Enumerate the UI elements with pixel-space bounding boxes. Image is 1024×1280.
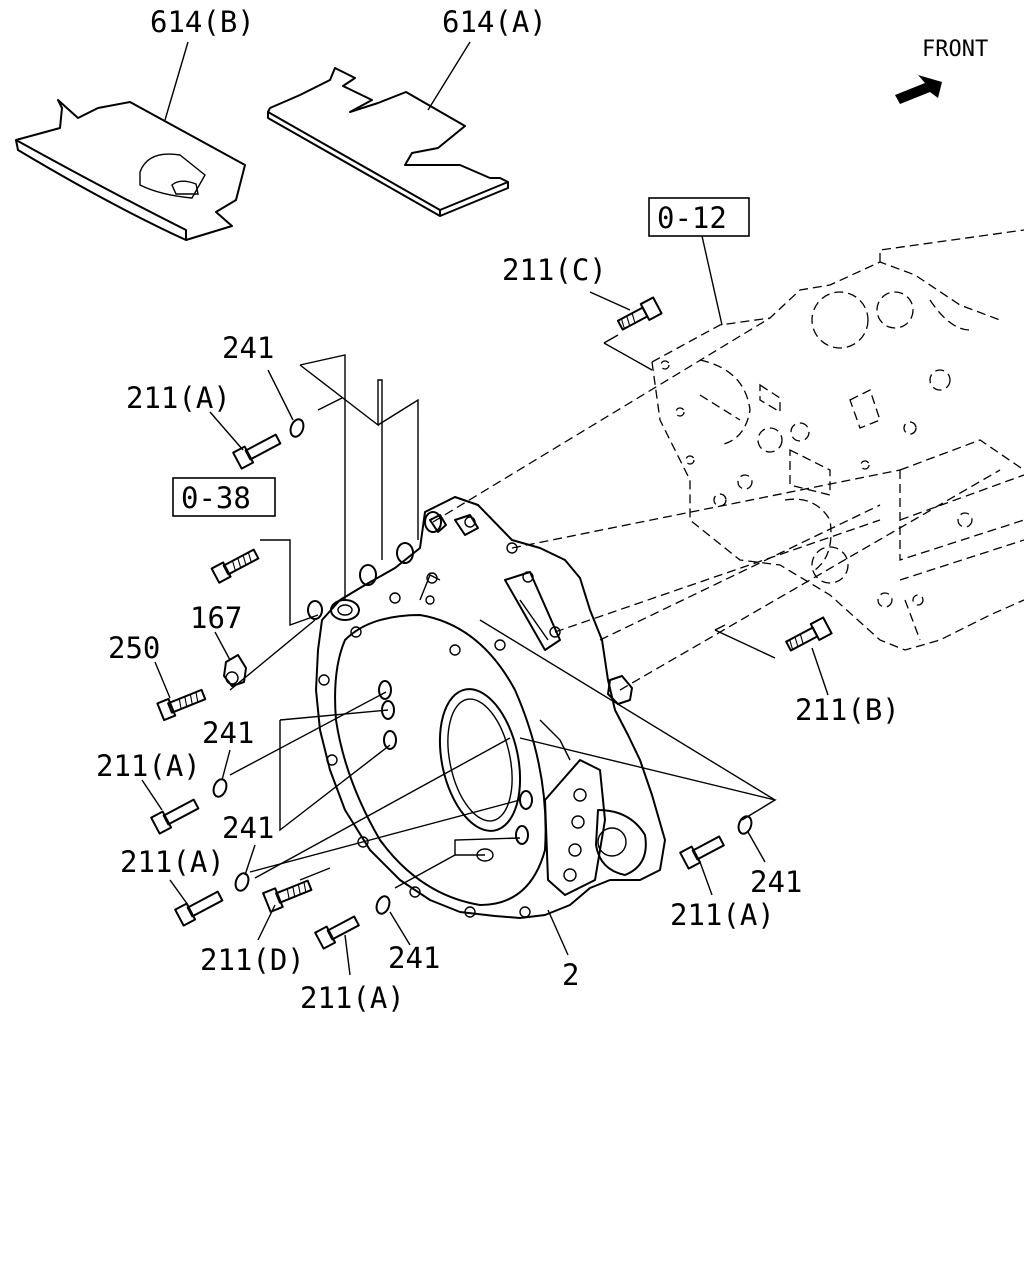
washer-241-top [289,418,305,438]
cap-167 [223,654,247,687]
label-211a-right: 211(A) [670,898,775,932]
washer-241-right [737,815,753,835]
label-614a: 614(A) [442,5,547,39]
label-housing-2: 2 [562,958,579,992]
label-211a-bottom: 211(A) [300,981,405,1015]
washer-241-lower-left [234,872,250,892]
bolt-211c [616,296,663,331]
flywheel-housing [307,496,666,919]
front-arrow-icon [895,75,942,104]
callout-pointers [141,41,829,976]
bolt-038 [210,548,260,584]
plate-614a [267,67,509,217]
label-241-top: 241 [222,331,274,365]
ref-box-038 [172,477,276,517]
ref-box-012 [648,197,750,237]
front-indicator: FRONT [895,37,988,104]
engine-block [651,229,1024,651]
label-241-right: 241 [750,865,802,899]
bolt-211a-mid [150,798,200,835]
bolt-211d [262,879,313,913]
bolt-211a-top [232,433,282,470]
bolt-250 [156,688,207,722]
label-211d: 211(D) [200,943,305,977]
ref-label-012: 0-12 [657,201,727,235]
label-211a-lower-left: 211(A) [120,845,225,879]
label-614b: 614(B) [150,5,255,39]
bolt-211a-bottom [314,915,360,950]
ref-label-038: 0-38 [181,481,251,515]
washer-241-mid [212,778,228,798]
label-241-bottom: 241 [388,941,440,975]
label-211c: 211(C) [502,253,607,287]
label-241-lower-left: 241 [222,811,274,845]
label-241-mid: 241 [202,716,254,750]
label-211a-mid: 211(A) [96,749,201,783]
label-211b: 211(B) [795,693,900,727]
label-211a-top: 211(A) [126,381,231,415]
front-label: FRONT [922,37,988,62]
plate-614b [15,99,246,241]
bolt-211a-right [679,835,725,870]
bolt-211a-lower-left [174,890,224,927]
bolt-211b [785,616,833,652]
washer-241-bottom [375,895,391,915]
label-167: 167 [190,601,242,635]
label-250: 250 [108,631,160,665]
leader-lines [229,317,1001,889]
